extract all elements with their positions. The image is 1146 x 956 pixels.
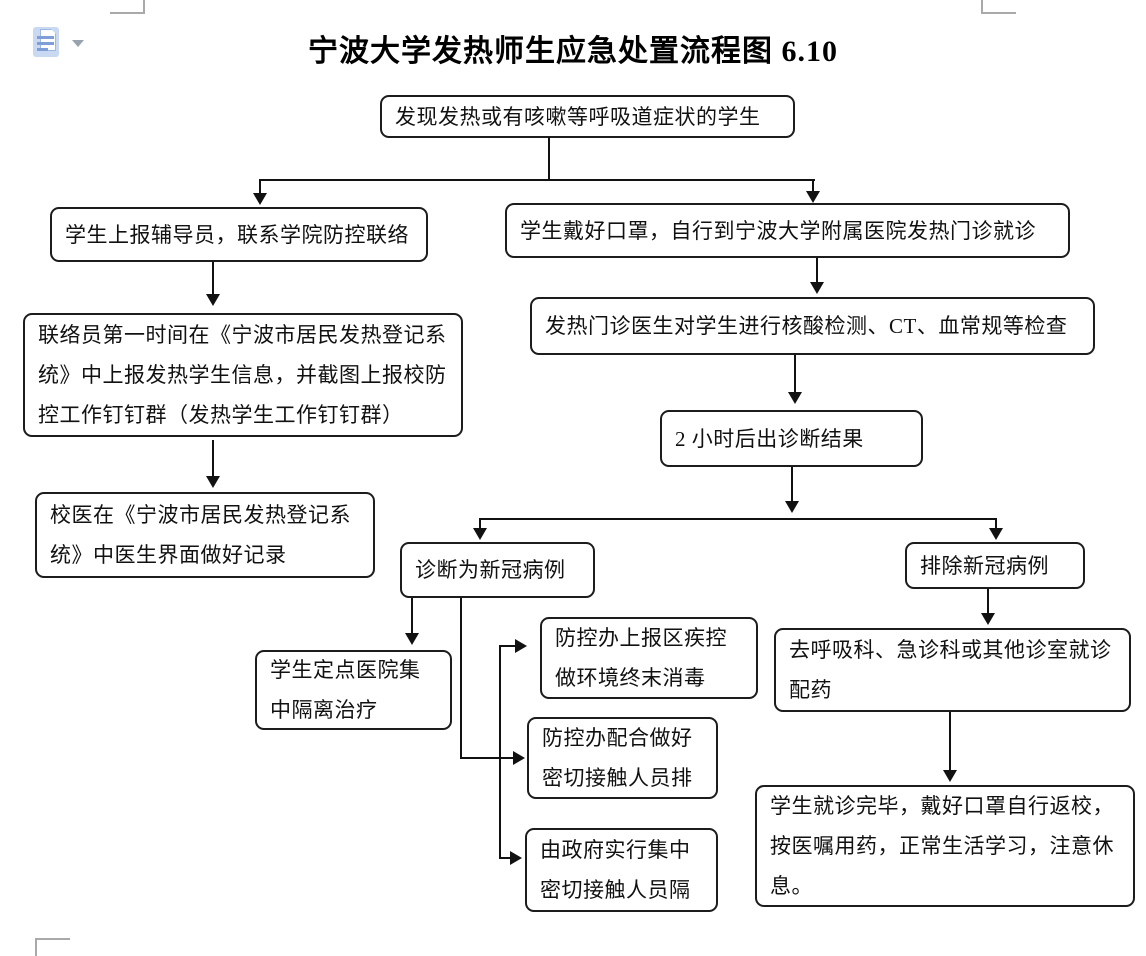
flow-node-start[interactable]: 发现发热或有咳嗽等呼吸道症状的学生 <box>380 95 795 138</box>
page-corner-mark <box>35 938 70 956</box>
page-corner-mark <box>981 0 1016 14</box>
flow-connector <box>548 137 550 181</box>
flow-connector <box>949 712 951 771</box>
flow-arrow-down <box>206 476 220 488</box>
icon-line <box>37 48 48 51</box>
flow-node-label: 防控办配合做好密切接触人员排 <box>542 726 693 790</box>
flow-node-gov-quarantine[interactable]: 由政府实行集中密切接触人员隔 <box>525 828 718 912</box>
flow-node-label: 校医在《宁波市居民发热登记系统》中医生界面做好记录 <box>50 503 351 567</box>
flow-arrow-down <box>785 501 799 513</box>
flow-connector <box>812 179 814 193</box>
flow-arrow-down <box>981 613 995 625</box>
flow-connector <box>259 179 815 181</box>
flow-arrow-down <box>473 528 487 540</box>
flow-node-return-school[interactable]: 学生就诊完毕，戴好口罩自行返校，按医嘱用药，正常生活学习，注意休息。 <box>755 785 1135 907</box>
flow-node-label: 诊断为新冠病例 <box>415 558 566 582</box>
flow-connector <box>794 355 796 394</box>
flow-connector <box>460 598 462 759</box>
flow-arrow-right <box>513 751 525 765</box>
flow-connector <box>411 598 413 635</box>
flow-node-clinic-tests[interactable]: 发热门诊医生对学生进行核酸检测、CT、血常规等检查 <box>530 297 1095 355</box>
flow-node-liaison-register[interactable]: 联络员第一时间在《宁波市居民发热登记系统》中上报发热学生信息，并截图上报校防控工… <box>23 313 463 437</box>
flow-node-label: 联络员第一时间在《宁波市居民发热登记系统》中上报发热学生信息，并截图上报校防控工… <box>38 323 447 427</box>
flow-connector <box>791 467 793 503</box>
flow-arrow-down <box>788 392 802 404</box>
flow-arrow-down <box>989 528 1003 540</box>
page-fold-icon <box>50 28 57 35</box>
flow-connector <box>987 589 989 614</box>
flow-connector <box>499 645 501 859</box>
flow-arrow-down <box>806 191 820 203</box>
flow-node-label: 去呼吸科、急诊科或其他诊室就诊配药 <box>789 638 1112 702</box>
flow-node-label: 学生戴好口罩，自行到宁波大学附属医院发热门诊就诊 <box>520 218 1036 243</box>
flow-node-label: 由政府实行集中密切接触人员隔 <box>540 838 691 902</box>
flow-node-label: 发热门诊医生对学生进行核酸检测、CT、血常规等检查 <box>545 314 1068 338</box>
flow-node-label: 2 小时后出诊断结果 <box>675 426 864 451</box>
flow-arrow-down <box>206 294 220 306</box>
flow-arrow-down <box>405 633 419 645</box>
flow-node-other-dept[interactable]: 去呼吸科、急诊科或其他诊室就诊配药 <box>774 628 1131 712</box>
flow-connector <box>499 857 510 859</box>
flow-connector <box>259 179 261 195</box>
flow-connector <box>995 518 997 530</box>
flow-node-diagnosed-covid[interactable]: 诊断为新冠病例 <box>400 542 595 598</box>
paste-options-button[interactable] <box>30 24 88 62</box>
flow-node-label: 防控办上报区疾控做环境终末消毒 <box>555 626 727 690</box>
flow-arrow-down <box>810 282 824 294</box>
flow-node-label: 学生定点医院集中隔离治疗 <box>270 658 421 722</box>
flow-connector <box>479 518 997 520</box>
flow-connector <box>212 440 214 478</box>
flow-node-label: 学生上报辅导员，联系学院防控联络 <box>65 222 409 247</box>
paste-options-icon <box>33 27 59 57</box>
flow-node-report-counselor[interactable]: 学生上报辅导员，联系学院防控联络 <box>50 207 428 262</box>
flow-arrow-down <box>943 770 957 782</box>
flow-node-isolation-treatment[interactable]: 学生定点医院集中隔离治疗 <box>255 650 452 730</box>
flow-node-excluded-covid[interactable]: 排除新冠病例 <box>905 542 1085 589</box>
flow-connector <box>499 645 515 647</box>
flow-node-label: 排除新冠病例 <box>920 553 1049 578</box>
flow-arrow-down <box>253 193 267 205</box>
flow-connector <box>816 258 818 284</box>
flow-node-close-contact-screen[interactable]: 防控办配合做好密切接触人员排 <box>527 717 718 799</box>
flow-connector <box>460 757 513 759</box>
flow-node-label: 学生就诊完毕，戴好口罩自行返校，按医嘱用药，正常生活学习，注意休息。 <box>770 794 1114 898</box>
flow-node-report-cdc-disinfect[interactable]: 防控办上报区疾控做环境终末消毒 <box>540 617 758 699</box>
flow-arrow-right <box>515 639 527 653</box>
flow-node-school-doctor-record[interactable]: 校医在《宁波市居民发热登记系统》中医生界面做好记录 <box>35 492 375 578</box>
flow-arrow-right <box>510 851 522 865</box>
page-title: 宁波大学发热师生应急处置流程图 6.10 <box>308 35 838 68</box>
flow-connector <box>212 262 214 296</box>
icon-line <box>37 36 54 39</box>
icon-line <box>37 42 54 45</box>
flow-node-result-2h[interactable]: 2 小时后出诊断结果 <box>660 410 923 467</box>
flow-connector <box>479 518 481 530</box>
flow-node-label: 发现发热或有咳嗽等呼吸道症状的学生 <box>395 104 761 129</box>
flow-node-goto-fever-clinic[interactable]: 学生戴好口罩，自行到宁波大学附属医院发热门诊就诊 <box>505 203 1070 258</box>
page-corner-mark <box>110 0 145 14</box>
chevron-down-icon <box>72 40 84 47</box>
